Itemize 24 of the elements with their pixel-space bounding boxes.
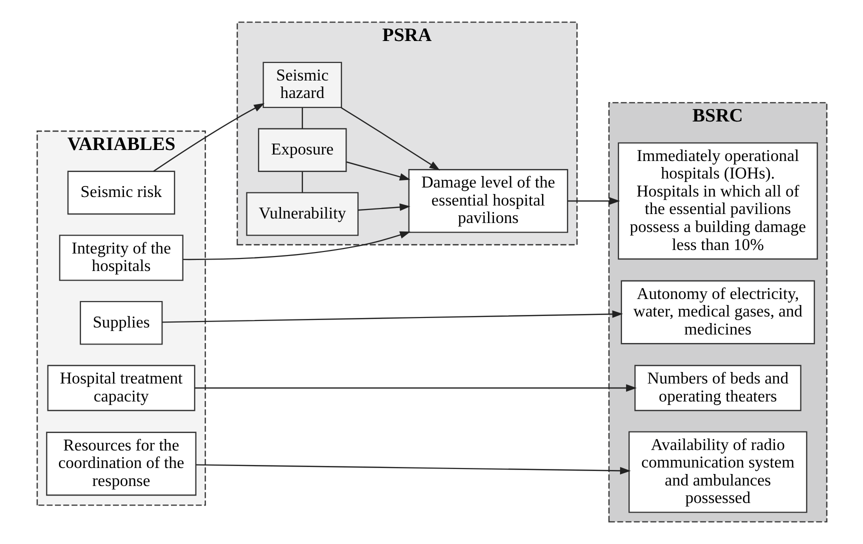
arrow [194,384,636,392]
arrow [152,103,264,172]
node-box: Resources for the coordination of the response [46,432,196,496]
node-box: Seismic hazard [262,62,342,108]
arrow [358,203,410,211]
node-box: Exposure [257,128,346,172]
arrow [346,161,410,180]
arrow [340,107,440,170]
node-box: Numbers of beds and operating theaters [634,364,801,412]
node-box: Vulnerability [246,192,358,236]
arrow [162,310,622,323]
node-box: Integrity of the hospitals [58,234,183,281]
node-box: Autonomy of electricity, water, medical gases, and medicines [620,280,814,344]
connector [301,108,302,129]
node-box: Availability of radio communication system and ambulances possessed [628,431,807,513]
node-box: Supplies [79,301,162,345]
node-box: Seismic risk [66,170,175,215]
node-box: Immediately operational hospitals (IOHs). Hospitals in which all of the essential pavilions possess a building damage less than 10% [617,142,818,260]
arrow [567,197,620,205]
connector [301,172,302,193]
node-box: Hospital treatment capacity [46,364,195,412]
node-box: Damage level of the essential hospital pavilions [408,169,568,233]
arrow [182,231,410,260]
arrow [195,464,630,474]
